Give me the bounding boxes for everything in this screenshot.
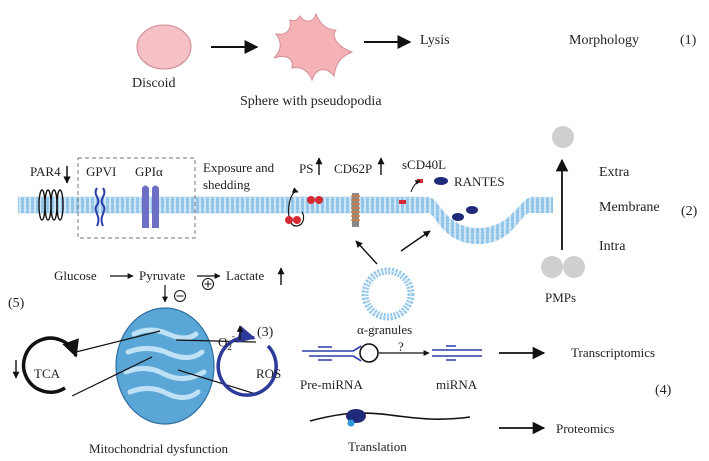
- ps-flip-arrow: [288, 187, 305, 227]
- label-glucose: Glucose: [54, 268, 97, 283]
- mirna-duplex: [432, 345, 482, 361]
- label-pyruvate: Pyruvate: [139, 268, 186, 283]
- label-pre-mirna: Pre-miRNA: [300, 377, 363, 392]
- label-section-3: (3): [257, 325, 274, 340]
- label-lactate: Lactate: [226, 268, 265, 283]
- ros-cycle: [216, 325, 278, 397]
- granule-to-cd62p-arrow: [355, 240, 378, 265]
- label-gpvi: GPVI: [86, 164, 117, 179]
- scd40l-shed-arrow: [410, 180, 421, 193]
- inhibition-sign: [174, 290, 186, 302]
- label-o2-superscript: -: [231, 331, 235, 341]
- label-section-4: (4): [655, 383, 672, 398]
- label-transcriptomics: Transcriptomics: [571, 345, 656, 360]
- label-scd40l: sCD40L: [402, 157, 447, 172]
- label-proteomics: Proteomics: [556, 421, 615, 436]
- label-translation: Translation: [348, 439, 407, 454]
- granule-to-invagination-arrow: [400, 230, 431, 252]
- tca-cycle: [21, 336, 79, 394]
- label-shedding: shedding: [203, 177, 250, 192]
- label-o2-symbol: O: [218, 334, 228, 350]
- sphere-with-pseudopodia: [273, 12, 354, 82]
- label-question-mark: ?: [398, 339, 404, 354]
- label-cd62p: CD62P: [334, 161, 373, 176]
- label-o2-subscript: 2: [227, 341, 232, 352]
- tca-connectors: [71, 330, 161, 397]
- label-intra: Intra: [599, 239, 626, 254]
- label-extra: Extra: [599, 165, 630, 180]
- discoid-platelet: [136, 24, 192, 70]
- label-discoid: Discoid: [132, 76, 176, 91]
- rantes-molecules: [434, 177, 478, 221]
- label-sphere-with-pseudopodia: Sphere with pseudopodia: [240, 94, 382, 109]
- cd62p-protein: [351, 193, 360, 227]
- ribosome-small: [347, 419, 355, 427]
- mrna-strand: [309, 412, 471, 422]
- pmp-right: [563, 256, 585, 278]
- label-ps: PS: [299, 161, 314, 176]
- label-alpha-granules: α-granules: [357, 322, 413, 337]
- label-morphology: Morphology: [569, 33, 639, 48]
- label-lysis: Lysis: [420, 33, 450, 48]
- ps-molecules: [285, 196, 323, 224]
- label-mirna: miRNA: [436, 377, 478, 392]
- label-pmps: PMPs: [545, 290, 577, 305]
- pmp-left: [541, 256, 563, 278]
- exposure-shedding-box: [77, 157, 196, 239]
- gpia-receptor: [142, 185, 159, 228]
- label-section-2: (2): [681, 204, 698, 219]
- label-mitochondrial-dysfunction: Mitochondrial dysfunction: [89, 441, 229, 456]
- gpvi-receptor: [94, 187, 106, 227]
- activation-sign: [202, 278, 214, 290]
- pre-mirna-hairpin: [302, 343, 379, 363]
- mitochondrion: [115, 307, 215, 425]
- label-rantes: RANTES: [454, 174, 505, 189]
- label-exposure-and: Exposure and: [203, 160, 275, 175]
- label-section-1: (1): [680, 33, 697, 48]
- label-tca: TCA: [34, 366, 60, 381]
- label-gpia: GPIα: [135, 164, 163, 179]
- pmp-released: [552, 126, 574, 148]
- alpha-granule: [361, 267, 415, 321]
- label-o2: O2-: [218, 330, 235, 355]
- label-par4: PAR4: [30, 164, 61, 179]
- label-membrane: Membrane: [599, 200, 660, 215]
- label-ros: ROS: [256, 366, 282, 381]
- label-section-5: (5): [8, 296, 25, 311]
- par4-receptor: [38, 189, 64, 221]
